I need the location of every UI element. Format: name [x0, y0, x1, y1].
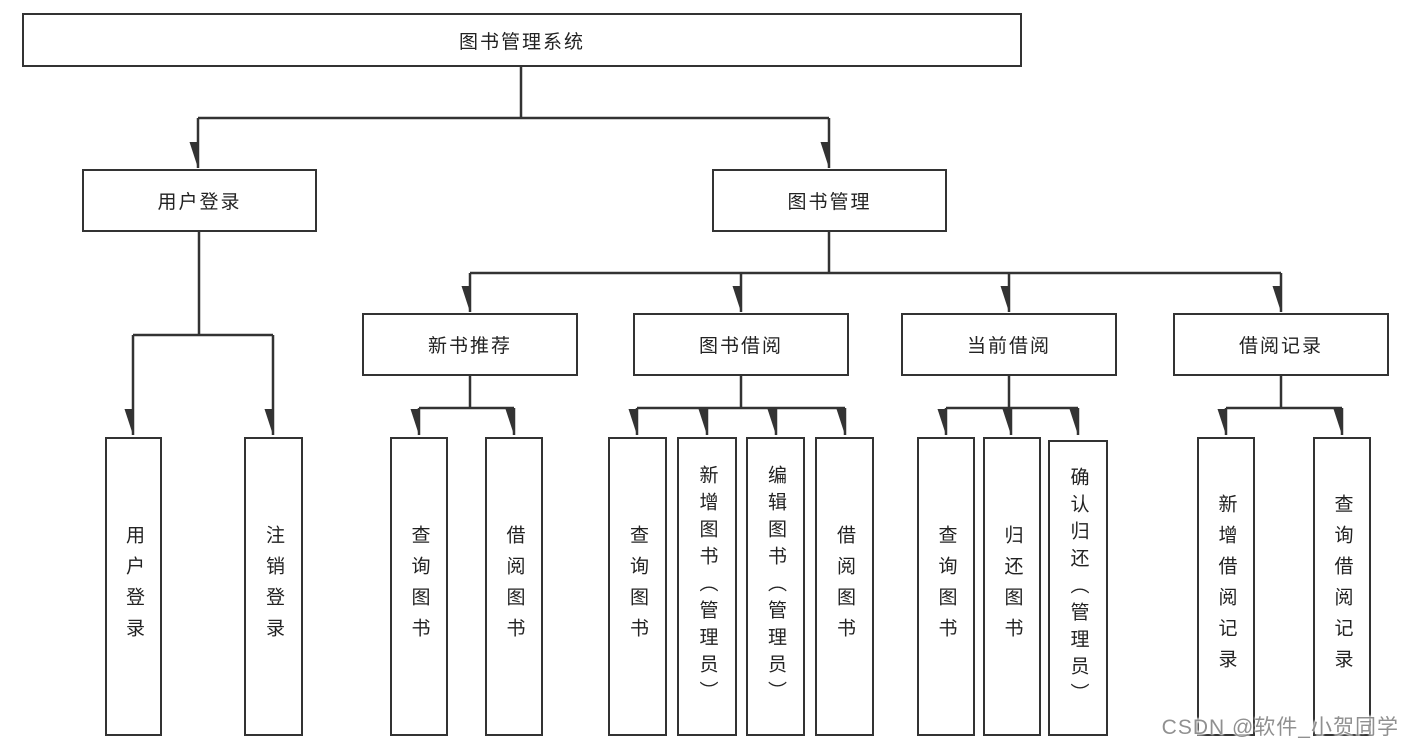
leaf-record-add: 新增借阅记录: [1197, 437, 1255, 736]
node-current-borrowing-label: 当前借阅: [966, 336, 1051, 357]
leaf-user-login: 用户登录: [105, 437, 162, 736]
node-user-login: 用户登录: [82, 169, 317, 232]
leaf-current-confirm-admin-label: 确认归还（管理员）: [1067, 466, 1089, 710]
leaf-borrow-query: 查询图书: [608, 437, 667, 736]
leaf-borrow-borrow: 借阅图书: [815, 437, 874, 736]
leaf-current-query-label: 查询图书: [935, 524, 957, 649]
csdn-watermark: CSDN @软件_小贺同学: [1161, 716, 1399, 739]
leaf-borrow-borrow-label: 借阅图书: [834, 524, 855, 649]
leaf-borrow-query-label: 查询图书: [627, 524, 648, 649]
node-book-management: 图书管理: [712, 169, 947, 232]
node-root: 图书管理系统: [22, 13, 1022, 67]
leaf-borrow-edit-admin-label: 编辑图书（管理员）: [765, 465, 786, 708]
leaf-record-query-label: 查询借阅记录: [1331, 493, 1353, 680]
node-book-borrowing: 图书借阅: [633, 313, 849, 376]
node-borrowing-records-label: 借阅记录: [1238, 336, 1323, 357]
node-new-book-recommend: 新书推荐: [362, 313, 578, 376]
leaf-newbook-query-label: 查询图书: [408, 524, 430, 649]
node-current-borrowing: 当前借阅: [901, 313, 1117, 376]
leaf-logout: 注销登录: [244, 437, 303, 736]
node-book-borrowing-label: 图书借阅: [698, 336, 783, 357]
leaf-current-return: 归还图书: [983, 437, 1041, 736]
leaf-record-query: 查询借阅记录: [1313, 437, 1371, 736]
leaf-current-confirm-admin: 确认归还（管理员）: [1048, 440, 1108, 736]
leaf-user-login-label: 用户登录: [123, 524, 144, 649]
node-borrowing-records: 借阅记录: [1173, 313, 1389, 376]
leaf-newbook-borrow-label: 借阅图书: [503, 524, 525, 649]
leaf-newbook-borrow: 借阅图书: [485, 437, 543, 736]
leaf-borrow-add-admin: 新增图书（管理员）: [677, 437, 737, 736]
node-user-login-label: 用户登录: [157, 192, 242, 213]
node-new-book-recommend-label: 新书推荐: [427, 336, 512, 357]
leaf-current-query: 查询图书: [917, 437, 975, 736]
leaf-borrow-edit-admin: 编辑图书（管理员）: [746, 437, 805, 736]
leaf-record-add-label: 新增借阅记录: [1215, 493, 1237, 680]
node-root-label: 图书管理系统: [458, 31, 585, 53]
node-book-management-label: 图书管理: [787, 192, 872, 213]
leaf-newbook-query: 查询图书: [390, 437, 448, 736]
leaf-current-return-label: 归还图书: [1001, 524, 1023, 649]
leaf-logout-label: 注销登录: [263, 524, 284, 649]
leaf-borrow-add-admin-label: 新增图书（管理员）: [696, 465, 718, 708]
